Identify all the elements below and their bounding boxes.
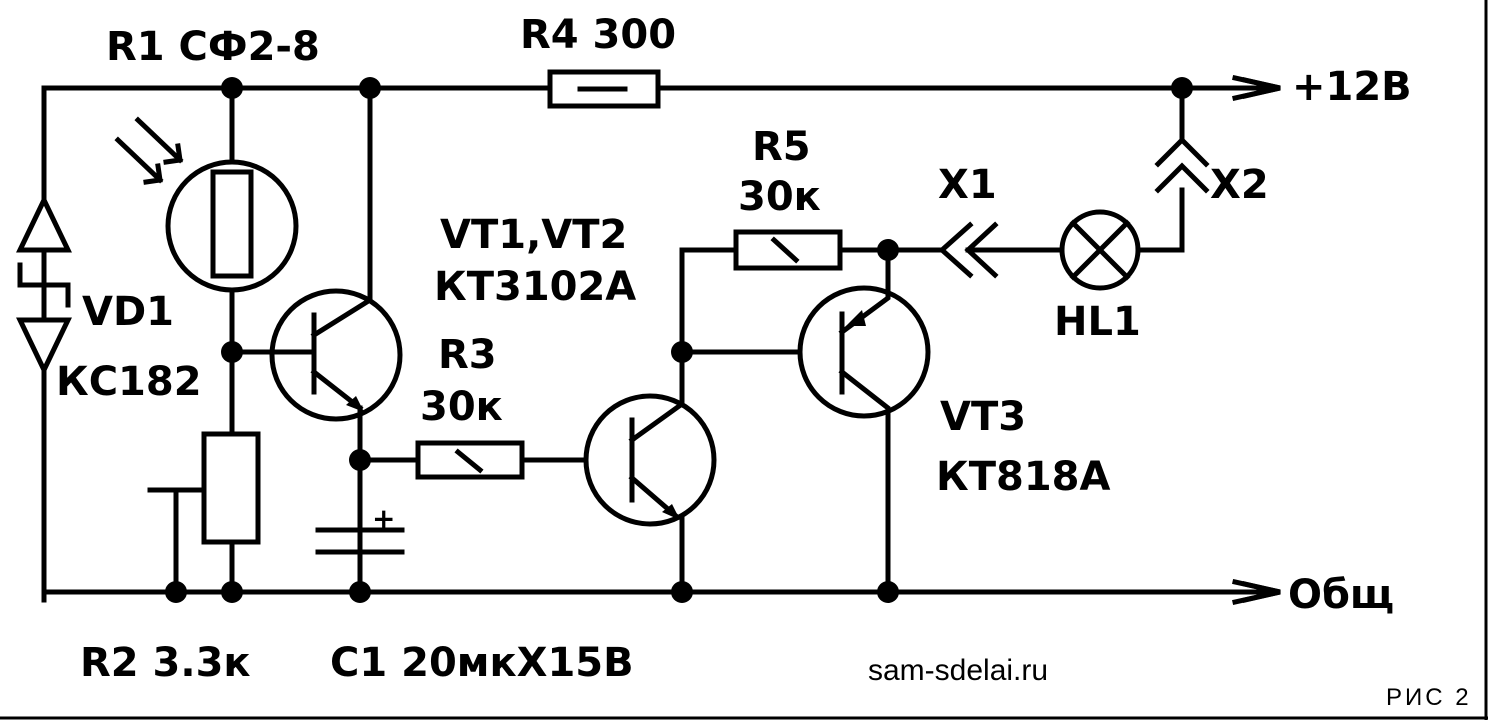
vd1-label: VD1 (82, 289, 174, 335)
vd1-zener-diode (16, 194, 72, 376)
r2-trimmer-resistor (147, 431, 261, 595)
r5-value: 30к (738, 174, 821, 220)
bottom-rail (41, 579, 1281, 605)
r2-label: R2 3.3к (80, 640, 251, 686)
x1-label: X1 (938, 162, 997, 208)
r5-resistor (733, 229, 943, 271)
vt3-label: VT3 (940, 394, 1026, 440)
r3-resistor (357, 440, 635, 480)
junction-dots (165, 77, 1193, 603)
vd1-type: КС182 (56, 359, 202, 405)
x2-label: X2 (1210, 162, 1269, 208)
r3-label: R3 (438, 332, 497, 378)
r3-value: 30к (420, 384, 503, 430)
c1-plus-sign: + (372, 502, 395, 535)
vt12-label: VT1,VT2 (440, 212, 627, 258)
top-rail (41, 75, 1281, 603)
c1-capacitor (315, 457, 405, 555)
common-label: Общ (1288, 572, 1394, 618)
plus12v-label: +12В (1292, 64, 1412, 110)
x1-connector (938, 221, 1065, 279)
figure-label: РИС 2 (1386, 684, 1472, 711)
x2-connector (1154, 85, 1210, 194)
watermark-text: sam-sdelai.ru (868, 654, 1048, 687)
r1-photoresistor (114, 85, 299, 443)
r5-label: R5 (752, 124, 811, 170)
c1-label: С1 20мкХ15В (330, 640, 634, 686)
vt12-type: КТ3102А (434, 264, 636, 310)
r1-label: R1 СФ2-8 (106, 24, 320, 70)
vt3-transistor (797, 247, 931, 595)
hl1-lamp (1059, 187, 1185, 291)
r4-label: R4 300 (520, 12, 676, 58)
hl1-label: HL1 (1054, 299, 1141, 345)
vt3-type: КТ818А (936, 454, 1110, 500)
r4-resistor (547, 69, 661, 109)
